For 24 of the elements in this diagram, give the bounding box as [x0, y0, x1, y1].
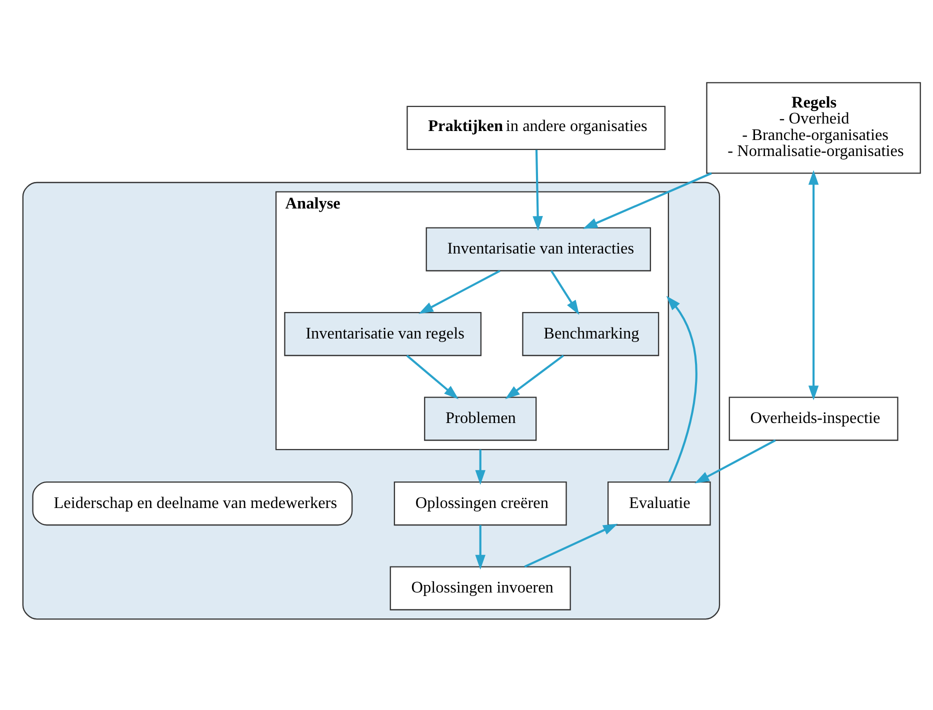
arrow	[474, 524, 485, 570]
node-box: Praktijken in andere organisaties	[406, 105, 666, 150]
node-box: Leiderschap en deelname van medewerkers	[32, 480, 352, 526]
arrow	[666, 295, 697, 482]
arrow	[504, 354, 564, 399]
arrow	[694, 438, 776, 483]
arrow	[418, 269, 500, 314]
arrow	[550, 270, 579, 314]
arrow	[524, 523, 618, 568]
arrow	[532, 149, 542, 230]
node-box: Evaluatie	[606, 480, 710, 526]
node-box: Inventarisatie van regels	[284, 311, 481, 356]
arrow	[808, 170, 818, 400]
node-box: Overheids-inspectie	[728, 396, 898, 440]
node-box: Oplossingen invoeren	[389, 566, 570, 610]
arrow	[474, 449, 485, 484]
arrow	[582, 172, 712, 228]
cluster	[22, 181, 720, 620]
arrow	[406, 354, 458, 399]
node-box: Inventarisatie van interacties	[425, 226, 650, 271]
node-box: Problemen	[424, 396, 536, 440]
node-box: Oplossingen creëren	[393, 480, 566, 526]
node-box: Benchmarking	[522, 311, 659, 356]
node-box: Regels - Overheid - Branche-organisaties - Normalisatie-organisaties	[706, 82, 920, 174]
